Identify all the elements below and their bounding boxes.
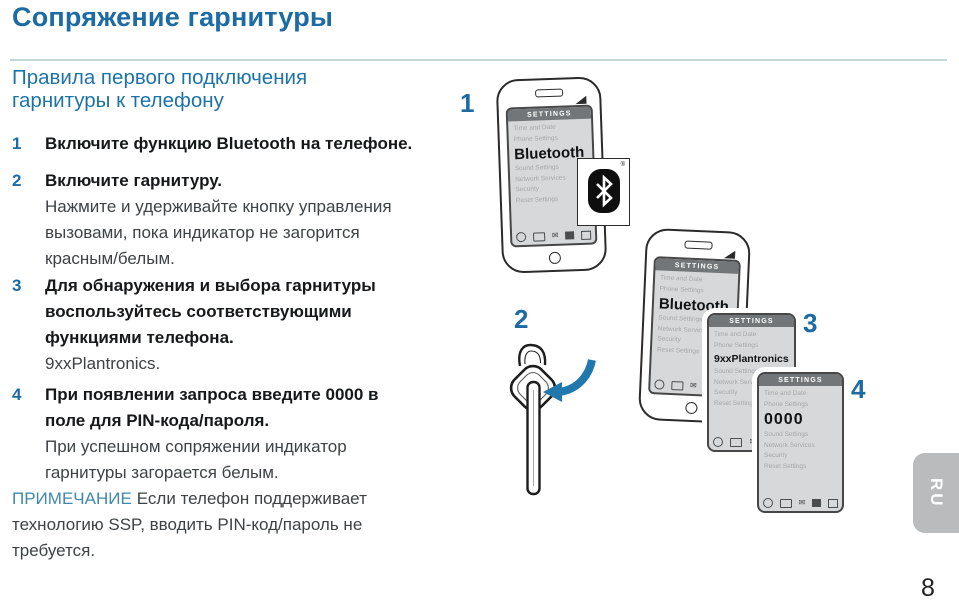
step-item-3: 3 Для обнаружения и выбора гарнитуры вос… <box>12 273 421 377</box>
menu-item: Time and Date <box>714 331 757 338</box>
menu-item: Phone Settings <box>714 341 759 349</box>
phone-speaker <box>683 240 713 250</box>
window-icon <box>827 498 838 508</box>
home-button-icon <box>548 251 561 265</box>
screen-card-4: SETTINGS Time and Date Phone Settings 00… <box>757 372 844 513</box>
language-tab-ru: RU <box>913 453 959 533</box>
keypad-icon <box>730 437 743 447</box>
step-number: 1 <box>12 134 22 153</box>
home-icon <box>763 498 773 508</box>
step-heading: При появлении запроса введите 0000 в пол… <box>45 385 379 430</box>
page-number: 8 <box>921 574 935 602</box>
window-icon <box>580 230 592 240</box>
language-tab-label: RU <box>927 477 946 509</box>
screen-header: SETTINGS <box>759 374 842 386</box>
bluetooth-badge: ® <box>577 158 630 226</box>
step-item-2: 2 Включите гарнитуру. Нажмите и удержива… <box>12 168 421 272</box>
home-button-icon <box>684 401 698 415</box>
step-body: 9xxPlantronics. <box>45 354 161 373</box>
ear-loop <box>518 343 547 367</box>
mail-icon: ✉ <box>689 380 697 391</box>
step-number: 3 <box>12 276 22 295</box>
title-divider <box>10 59 947 61</box>
figure-marker-2: 2 <box>514 304 529 334</box>
mail-icon: ✉ <box>749 437 757 446</box>
keypad-icon <box>671 380 684 391</box>
figure-marker-3: 3 <box>803 308 818 338</box>
menu-item: Phone Settings <box>764 400 809 408</box>
step-heading: Включите гарнитуру. <box>45 171 222 190</box>
menu-item: Network Services <box>764 441 815 449</box>
menu-item: Security <box>714 389 738 396</box>
figure-marker-1: 1 <box>460 88 475 118</box>
menu-item: Reset Settings <box>764 462 807 470</box>
mail-icon: ✉ <box>551 230 559 241</box>
step-item-4: 4 При появлении запроса введите 0000 в п… <box>12 382 421 486</box>
bluetooth-icon <box>587 169 620 213</box>
mail-icon: ✉ <box>798 498 806 507</box>
screen-card-3: SETTINGS Time and Date Phone Settings 9x… <box>707 313 796 452</box>
section-subtitle: Правила первого подключения гарнитуры к … <box>12 66 308 112</box>
step-item-1: 1 Включите функцию Bluetooth на телефоне… <box>12 131 421 157</box>
registered-mark: ® <box>620 162 625 168</box>
note-label: ПРИМЕЧАНИЕ <box>12 489 132 508</box>
home-icon <box>654 379 665 390</box>
press-arrow <box>558 359 596 396</box>
step-heading: Включите функцию Bluetooth на телефоне. <box>45 134 413 153</box>
keypad-icon <box>532 231 546 242</box>
menu-item: Network Services <box>714 378 765 386</box>
step-body: Нажмите и удерживайте кнопку управления … <box>45 197 392 268</box>
page-title: Сопряжение гарнитуры <box>12 2 334 32</box>
phone-speaker <box>534 88 563 98</box>
step-body: При успешном сопряжении индикатор гарнит… <box>45 437 347 482</box>
headset-illustration <box>497 338 602 500</box>
note-text: Если телефон поддерживает технологию SSP… <box>12 489 367 560</box>
menu-item: Sound Settings <box>764 431 809 438</box>
menu-item: Security <box>764 452 788 459</box>
signal-strength-icon <box>723 250 736 259</box>
menu-item: Sound Settings <box>714 368 759 375</box>
step-number: 2 <box>12 171 22 190</box>
screen-toolbar: ✉ <box>763 498 838 508</box>
screen-header: SETTINGS <box>709 315 794 327</box>
signal-strength-icon <box>575 95 587 105</box>
keypad-icon <box>779 498 792 508</box>
menu-item: Time and Date <box>764 390 807 397</box>
home-icon <box>713 437 723 447</box>
home-icon <box>515 231 527 243</box>
figure-marker-4: 4 <box>851 374 866 404</box>
menu-item-selected: 9xxPlantronics <box>714 353 789 365</box>
screen-toolbar: ✉ <box>515 230 592 243</box>
pin-code-value: 0000 <box>764 411 804 428</box>
menu-grid-icon <box>812 499 822 507</box>
step-number: 4 <box>12 385 22 404</box>
menu-grid-icon <box>565 231 575 240</box>
menu-item: Reset Settings <box>714 399 757 407</box>
step-heading: Для обнаружения и выбора гарнитуры воспо… <box>45 276 376 347</box>
